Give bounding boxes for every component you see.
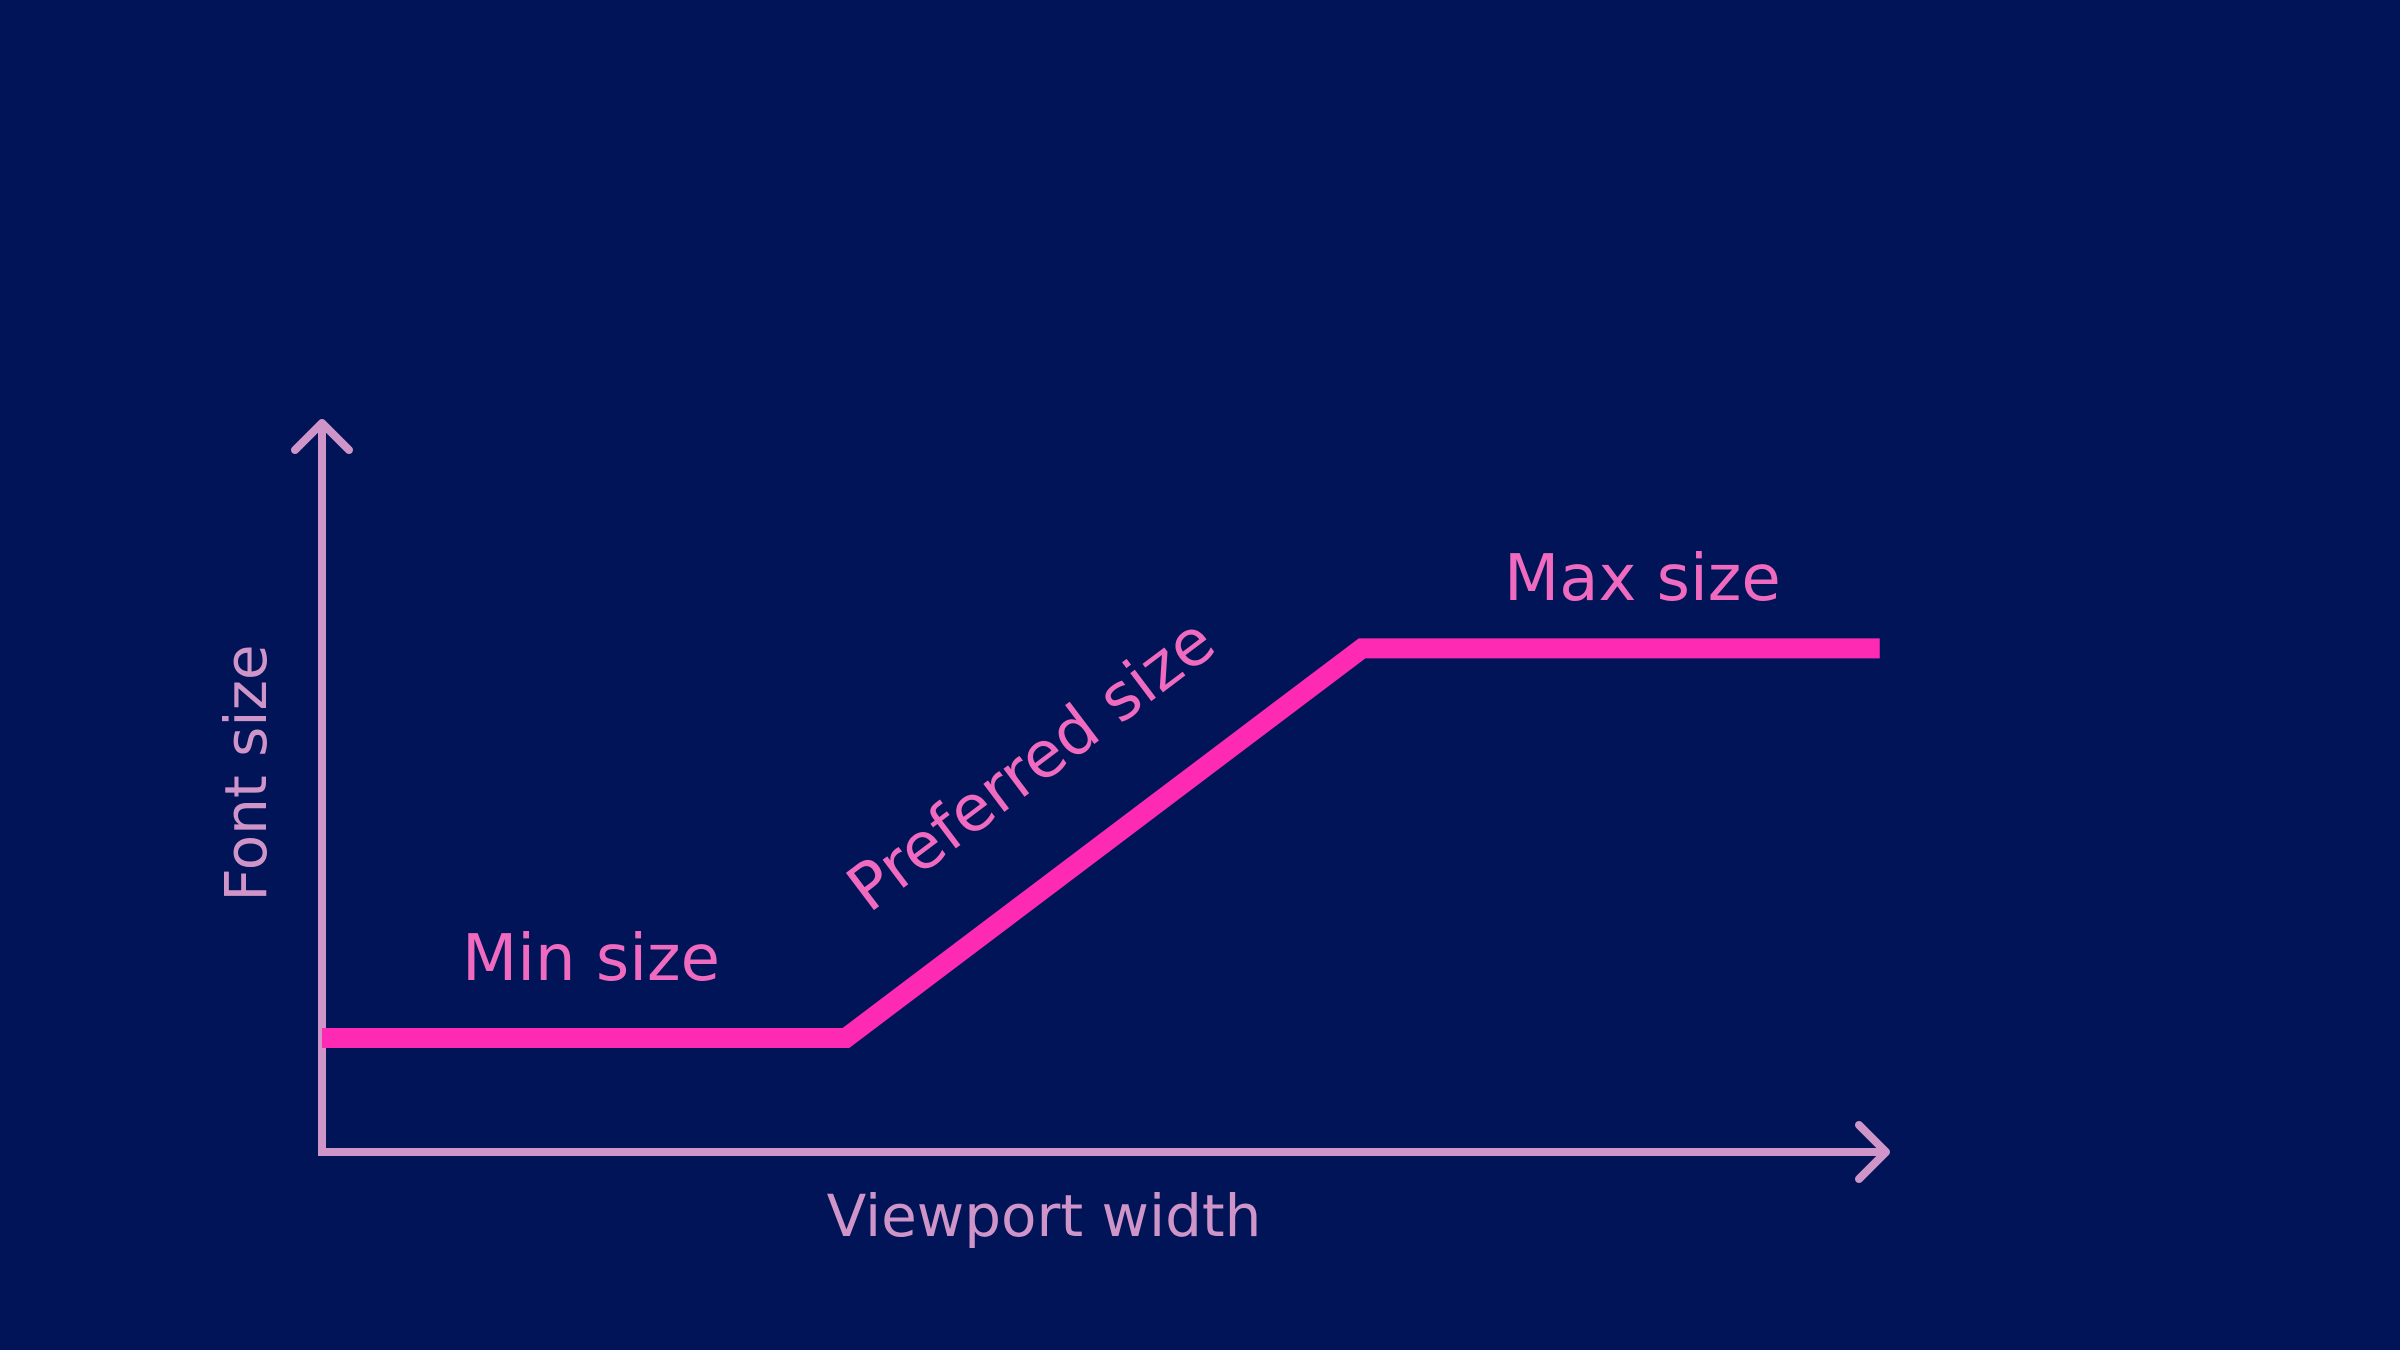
max-size-label: Max size xyxy=(1504,542,1781,616)
x-axis xyxy=(318,1121,1890,1183)
preferred-size-label: Preferred size xyxy=(834,604,1228,927)
x-axis-label: Viewport width xyxy=(827,1182,1262,1250)
y-axis-arrow-icon xyxy=(291,419,353,454)
y-axis-label: Font size xyxy=(212,644,280,901)
min-size-label: Min size xyxy=(462,922,720,996)
x-axis-arrow-icon xyxy=(1855,1121,1890,1183)
font-size-line xyxy=(322,638,1880,1048)
